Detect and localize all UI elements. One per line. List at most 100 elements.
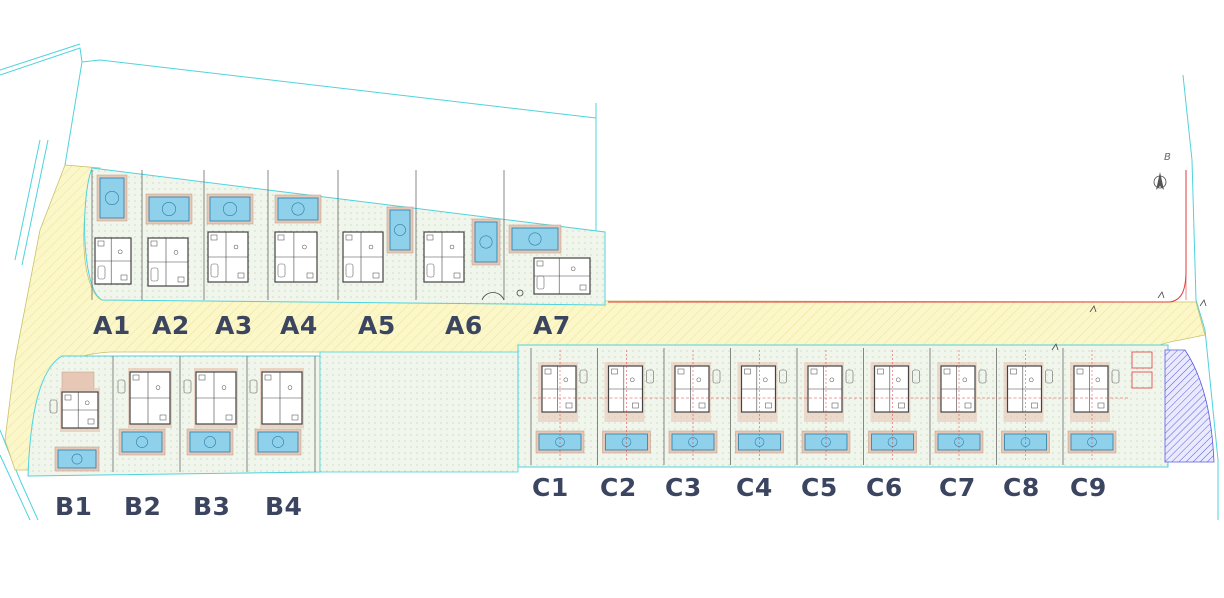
corner-hatched-area (1164, 349, 1215, 463)
parking-car-icon (912, 369, 920, 384)
plot-label-b3: B3 (193, 492, 231, 521)
parking-car-icon (1045, 369, 1053, 384)
house-outline (940, 365, 976, 413)
plot-label-c6: C6 (866, 473, 903, 502)
lot-c7 (929, 348, 995, 465)
house-outline (423, 231, 465, 283)
lot-b3 (183, 356, 248, 472)
plot-label-c5: C5 (801, 473, 838, 502)
house-outline (607, 365, 644, 413)
parking-car-icon (978, 369, 987, 384)
plot-label-c2: C2 (600, 473, 637, 502)
pool (57, 449, 97, 469)
house-outline (129, 371, 171, 425)
parking-car-icon (646, 369, 654, 384)
open-green-area (319, 351, 519, 473)
row-c-lots (530, 348, 1128, 465)
lot-c5 (796, 348, 862, 465)
pool (511, 227, 559, 251)
lot-c1 (530, 348, 596, 465)
pool (389, 209, 411, 251)
parking-car-icon (345, 263, 354, 278)
lot-a2 (141, 170, 193, 300)
plot-label-c8: C8 (1003, 473, 1040, 502)
house-outline (147, 237, 189, 287)
pool (121, 431, 163, 453)
parking-car-icon (536, 275, 545, 290)
parking-car-icon (845, 369, 854, 384)
house-outline (274, 231, 318, 283)
row-a-lots (91, 170, 591, 300)
plot-label-a1: A1 (93, 311, 131, 340)
lot-a6 (415, 170, 501, 300)
plot-label-c4: C4 (736, 473, 773, 502)
plot-label-c1: C1 (532, 473, 569, 502)
plot-label-a3: A3 (215, 311, 253, 340)
curb-line (608, 170, 1187, 303)
lot-b4 (249, 356, 316, 472)
parking-car-icon (49, 399, 58, 414)
plot-label-b4: B4 (265, 492, 303, 521)
parking-car-icon (150, 267, 159, 282)
north-arrow-letter: B (1164, 152, 1171, 163)
plot-label-b2: B2 (124, 492, 162, 521)
pool (209, 196, 251, 222)
lot-a4 (267, 170, 322, 300)
lot-a7 (503, 170, 591, 300)
parking-car-icon (183, 379, 192, 394)
pool (148, 196, 190, 222)
lot-b2 (117, 356, 181, 472)
plot-label-a2: A2 (152, 311, 190, 340)
house-outline (807, 365, 843, 413)
lot-b1 (49, 356, 114, 472)
lot-a3 (203, 170, 254, 300)
row-b-lots (49, 356, 316, 472)
plot-label-c3: C3 (665, 473, 702, 502)
parking-car-icon (712, 369, 721, 384)
road-markers (481, 289, 1207, 351)
house-outline (873, 365, 910, 413)
lot-c8 (996, 348, 1062, 465)
parking-car-icon (249, 379, 258, 394)
house-outline (1073, 365, 1109, 413)
parking-car-icon (779, 369, 787, 384)
house-outline (195, 371, 237, 425)
plot-label-b1: B1 (55, 492, 93, 521)
lot-c4 (730, 348, 796, 465)
plot-label-a7: A7 (533, 311, 571, 340)
lot-a5 (337, 170, 414, 300)
site-boundary (0, 43, 1219, 521)
house-outline (261, 371, 303, 425)
house-outline (207, 231, 249, 283)
house-outline (342, 231, 384, 283)
pool (189, 431, 231, 453)
pool (99, 177, 125, 219)
parking-car-icon (210, 263, 219, 278)
pool (277, 197, 319, 221)
plot-label-c9: C9 (1070, 473, 1107, 502)
parking-car-icon (117, 379, 126, 394)
house-outline (674, 365, 710, 413)
parking-car-icon (277, 263, 286, 278)
parking-car-icon (426, 263, 435, 278)
pool (257, 431, 299, 453)
lot-a1 (91, 170, 132, 300)
house-outline (61, 391, 99, 429)
plot-label-a5: A5 (358, 311, 396, 340)
pool (474, 221, 498, 263)
lot-c3 (663, 348, 729, 465)
parking-car-icon (1111, 369, 1120, 384)
north-arrow-icon (1153, 172, 1167, 190)
house-outline (541, 365, 577, 413)
lot-c2 (597, 348, 663, 465)
house-outline (1006, 365, 1043, 413)
parking-car-icon (97, 265, 106, 280)
plot-label-a4: A4 (280, 311, 318, 340)
lot-c6 (863, 348, 929, 465)
house-outline (740, 365, 777, 413)
plot-label-a6: A6 (445, 311, 483, 340)
house-outline (94, 237, 132, 285)
utility-squares (1131, 351, 1153, 389)
plot-label-c7: C7 (939, 473, 976, 502)
